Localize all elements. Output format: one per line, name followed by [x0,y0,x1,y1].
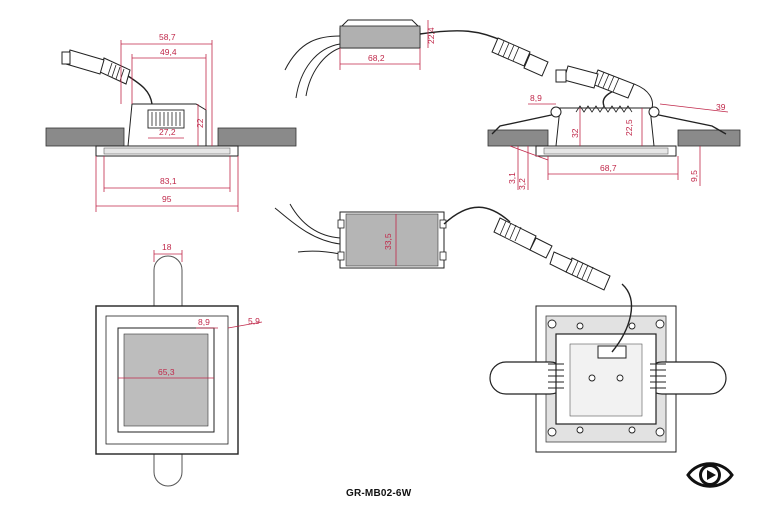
dim-front-margin2: 5,9 [248,316,260,326]
dim-install-c: 9,5 [689,170,699,182]
dim-driver-length: 68,2 [368,53,385,63]
dim-install-base: 68,7 [600,163,617,173]
dim-side-total: 95 [162,194,172,204]
dim-install-height: 32 [570,128,580,138]
side-section-view: 58,7 49,4 27,2 22 83,1 95 [45,32,297,212]
dim-driver-height: 22,4 [426,27,436,44]
play-eye-icon [686,462,734,488]
dim-driver2-width: 33,5 [383,233,393,250]
driver-side-view: 68,2 22,4 [284,19,549,99]
dim-side-top: 58,7 [159,32,176,42]
front-view: 18 8,9 5,9 65,3 [95,242,263,487]
dim-install-clip: 39 [716,102,726,112]
dim-front-panel: 65,3 [158,367,175,377]
dim-side-bottom: 83,1 [160,176,177,186]
dim-front-clip: 18 [162,242,172,252]
dim-side-height: 22 [195,118,205,128]
dim-install-a: 3,1 [507,172,517,184]
dim-install-depth: 22,5 [624,119,634,136]
dim-side-inner: 49,4 [160,47,177,57]
dim-front-margin1: 8,9 [198,317,210,327]
dim-install-offset: 8,9 [530,93,542,103]
rear-view [489,251,727,453]
driver-top-view: 33,5 [274,203,553,269]
dim-install-b: 3,2 [517,178,527,190]
model-label: GR-MB02-6W [346,488,412,499]
play-eye-button[interactable] [686,458,734,492]
dim-side-small: 27,2 [159,127,176,137]
installed-view: 8,9 39 32 22,5 68,7 3,1 3,2 9,5 [487,65,741,190]
